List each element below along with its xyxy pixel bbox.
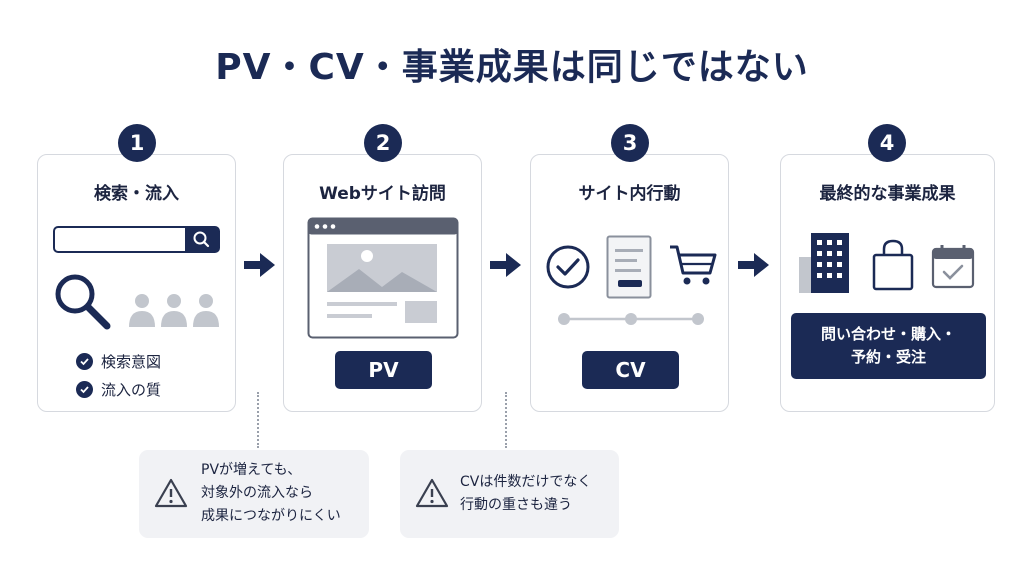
form-document-icon: [606, 235, 652, 299]
users-icon: [129, 294, 219, 327]
step-title: 最終的な事業成果: [819, 184, 956, 204]
outcome-line: 問い合わせ・購入・: [820, 325, 956, 343]
shopping-bag-icon: [872, 239, 914, 291]
note-line: 行動の重さも違う: [460, 497, 572, 513]
cart-icon: [670, 245, 717, 285]
step-number-2: 2: [364, 124, 402, 162]
check-label: 検索意図: [101, 353, 162, 371]
note-pv: PVが増えても、 対象外の流入なら 成果につながりにくい: [139, 450, 369, 538]
check-item: 流入の質: [76, 379, 161, 400]
step-title: サイト内行動: [578, 184, 681, 204]
check-icon: [76, 381, 93, 398]
step-card-visit: Webサイト訪問 PV: [283, 154, 482, 412]
check-icon: [76, 353, 93, 370]
note-cv: CVは件数だけでなく 行動の重さも違う: [400, 450, 619, 538]
arrow-right-icon: [244, 253, 275, 277]
search-icon: [193, 231, 210, 248]
progress-track: [558, 313, 704, 325]
note-line: PVが増えても、: [201, 462, 302, 478]
note-text: PVが増えても、 対象外の流入なら 成果につながりにくい: [201, 459, 341, 528]
warning-icon: [154, 478, 188, 508]
pv-badge: PV: [335, 351, 432, 389]
building-icon: [799, 233, 849, 293]
step-card-result: 最終的な事業成果 問い合わせ・購入・ 予約・受注: [780, 154, 995, 412]
note-line: 成果につながりにくい: [201, 508, 341, 524]
step-card-search: 検索・流入 検索意図 流入の質: [37, 154, 236, 412]
search-bar: [53, 226, 220, 253]
step-title: 検索・流入: [94, 184, 179, 204]
arrow-right-icon: [738, 253, 769, 277]
outcome-line: 予約・受注: [850, 348, 926, 366]
magnifier-icon: [55, 274, 111, 330]
check-circle-icon: [546, 245, 590, 289]
warning-icon: [415, 478, 449, 508]
cv-badge: CV: [582, 351, 679, 389]
step-number-3: 3: [611, 124, 649, 162]
step-number-1: 1: [118, 124, 156, 162]
connector-line: [505, 392, 507, 448]
outcome-badge: 問い合わせ・購入・ 予約・受注: [791, 313, 986, 379]
check-label: 流入の質: [101, 381, 162, 399]
search-button: [185, 228, 218, 251]
browser-window-icon: [307, 217, 459, 339]
check-item: 検索意図: [76, 351, 161, 372]
note-line: 対象外の流入なら: [201, 485, 313, 501]
step-number-4: 4: [868, 124, 906, 162]
step-title: Webサイト訪問: [319, 184, 446, 204]
step-card-action: サイト内行動 CV: [530, 154, 729, 412]
note-text: CVは件数だけでなく 行動の重さも違う: [460, 471, 591, 517]
page-title: PV・CV・事業成果は同じではない: [215, 47, 809, 88]
note-line: CVは件数だけでなく: [460, 474, 592, 490]
connector-line: [257, 392, 259, 448]
arrow-right-icon: [490, 253, 521, 277]
calendar-check-icon: [931, 245, 975, 289]
